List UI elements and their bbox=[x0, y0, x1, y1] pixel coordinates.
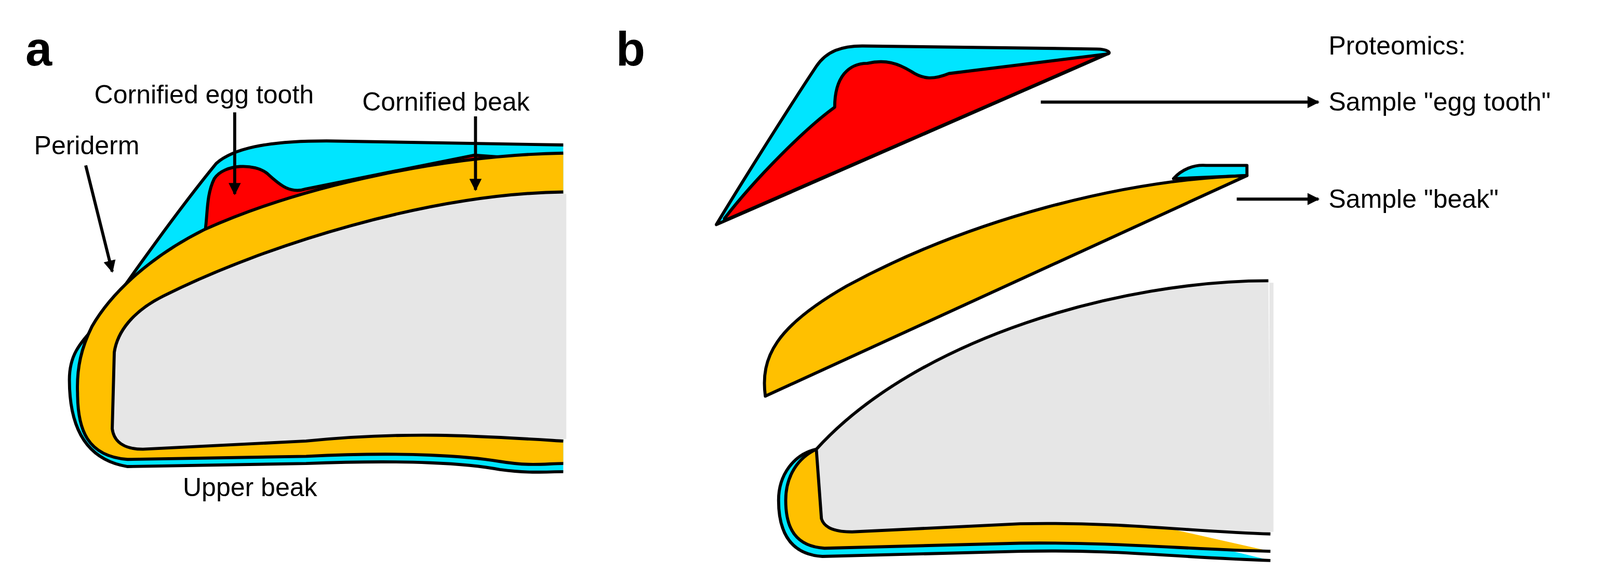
sample-label: Sample "beak" bbox=[1328, 184, 1499, 214]
bone-core-b bbox=[816, 280, 1271, 534]
beak-layer bbox=[77, 153, 564, 465]
panel-a-drawing bbox=[69, 140, 565, 473]
part-label: Cornified beak bbox=[362, 87, 530, 117]
leader-arrow bbox=[85, 165, 113, 272]
panel-letter: b bbox=[616, 22, 646, 76]
panel-letter: a bbox=[25, 22, 52, 76]
bone-core bbox=[112, 191, 564, 449]
part-label: Upper beak bbox=[182, 473, 318, 502]
part-label: Periderm bbox=[34, 131, 140, 160]
right-cut-b bbox=[1269, 282, 1274, 532]
right-cut bbox=[562, 193, 567, 439]
egg-tooth-periderm bbox=[716, 45, 1110, 225]
section-heading: Proteomics: bbox=[1328, 31, 1466, 61]
periderm-layer bbox=[69, 140, 564, 473]
egg-tooth-red bbox=[724, 54, 1107, 221]
panel-b-drawing bbox=[716, 45, 1272, 560]
sample-arrow bbox=[1236, 197, 1319, 201]
part-label: Cornified egg tooth bbox=[94, 80, 315, 110]
leader-arrow bbox=[233, 112, 237, 194]
sample-label: Sample "egg tooth" bbox=[1328, 87, 1551, 117]
leader-arrow bbox=[473, 116, 477, 190]
sample-arrow bbox=[1041, 100, 1319, 104]
leader-arrows bbox=[85, 102, 1319, 272]
